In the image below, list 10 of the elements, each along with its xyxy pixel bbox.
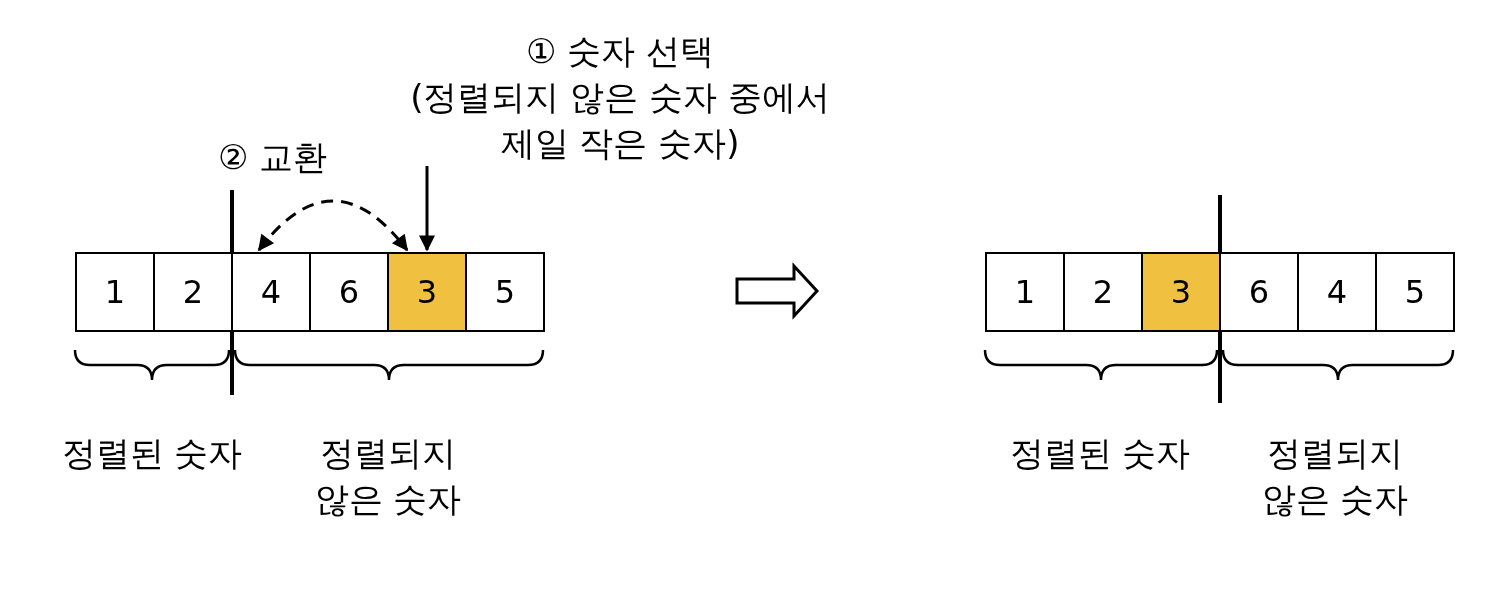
section-label: 정렬되지 않은 숫자 — [313, 432, 463, 521]
highlighted-cell: 3 — [1141, 252, 1221, 332]
arrow — [419, 166, 435, 252]
step-description: (정렬되지 않은 숫자 중에서 제일 작은 숫자) — [409, 76, 831, 165]
step-heading: ① 숫자 선택 — [524, 30, 716, 73]
highlighted-cell: 3 — [387, 252, 467, 332]
section-label: 정렬된 숫자 — [60, 432, 244, 475]
section-label: 정렬된 숫자 — [1008, 432, 1192, 475]
swap-arrow — [257, 199, 409, 252]
section-label: 정렬되지 않은 숫자 — [1260, 432, 1410, 521]
